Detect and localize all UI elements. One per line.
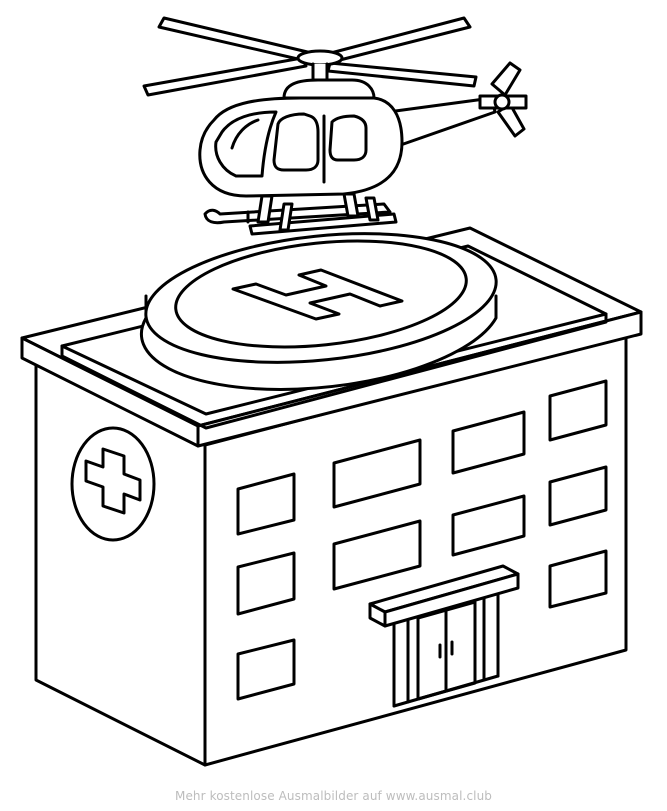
- tail-rotor: [490, 61, 522, 97]
- footer-credit: Mehr kostenlose Ausmalbilder auf www.aus…: [174, 789, 492, 803]
- window: [451, 494, 526, 557]
- helipad: [139, 232, 498, 391]
- cockpit-window: [214, 110, 278, 178]
- cabin-window: [272, 112, 320, 172]
- rotor-blade: [157, 16, 318, 64]
- entrance: [368, 564, 520, 708]
- medical-cross-emblem: [70, 426, 156, 542]
- cross-icon: [84, 447, 142, 515]
- window: [548, 379, 608, 442]
- window: [236, 638, 296, 701]
- rotor-blade: [325, 16, 472, 64]
- engine-housing: [282, 78, 376, 100]
- window: [548, 549, 608, 609]
- window: [548, 465, 608, 527]
- helipad-letter-h: [231, 268, 404, 321]
- window: [451, 410, 526, 475]
- entrance-door: [416, 600, 477, 701]
- rotor-blade: [326, 61, 478, 88]
- window: [332, 438, 422, 509]
- window: [236, 472, 296, 536]
- window: [236, 551, 296, 616]
- landing-skid: [203, 202, 392, 225]
- rotor-blade: [142, 56, 308, 97]
- helicopter: [142, 16, 528, 236]
- building-windows: [236, 379, 608, 701]
- window: [332, 519, 422, 591]
- cabin-window: [328, 114, 368, 162]
